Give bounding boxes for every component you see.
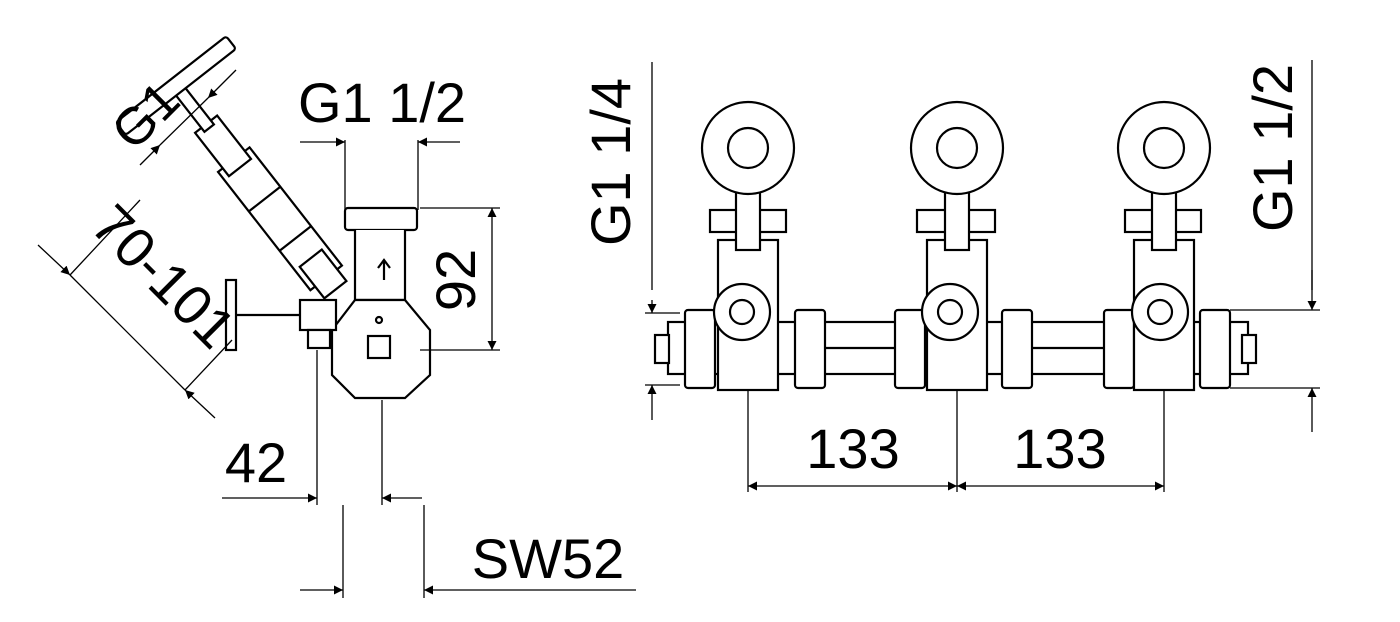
label-sw52: SW52 — [472, 527, 625, 590]
drain-valve — [298, 298, 338, 332]
label-133-left: 133 — [806, 417, 899, 480]
valve-2 — [909, 100, 1005, 392]
side-view-dimensions — [37, 69, 636, 598]
label-g1-half-top: G1 1/2 — [298, 71, 466, 134]
front-view-dimensions — [645, 60, 1320, 492]
label-70-101: 70-101 — [80, 192, 248, 360]
front-view — [653, 100, 1258, 392]
label-g1-quarter: G1 1/4 — [579, 78, 642, 246]
label-92: 92 — [424, 249, 487, 311]
valve-3 — [1116, 100, 1212, 392]
side-view — [115, 36, 432, 400]
label-g1-half-right: G1 1/2 — [1241, 64, 1304, 232]
angled-valve-stem — [115, 36, 348, 300]
label-42: 42 — [225, 431, 287, 494]
valve-1 — [700, 100, 796, 392]
label-133-right: 133 — [1013, 417, 1106, 480]
vertical-pipe — [343, 206, 419, 232]
